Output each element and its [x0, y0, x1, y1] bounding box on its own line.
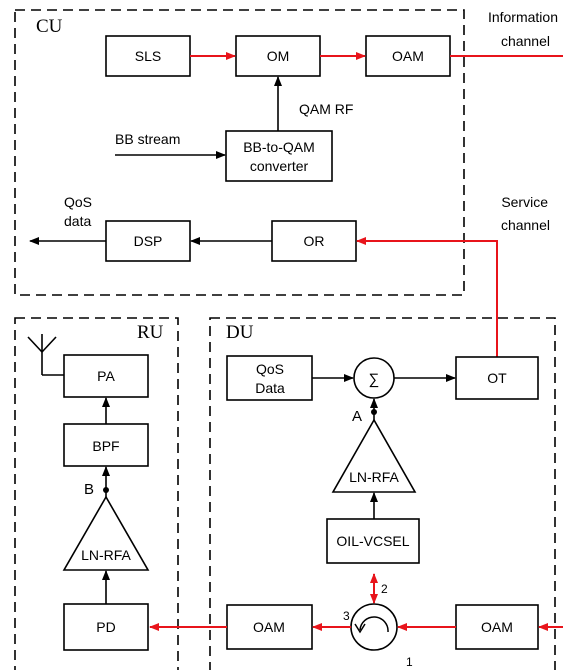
- ot-label: OT: [487, 370, 507, 386]
- bpf-block: [63, 423, 149, 467]
- circulator-arrowhead: [354, 623, 366, 634]
- sls-label: SLS: [135, 48, 161, 64]
- pa-label: PA: [97, 368, 115, 384]
- point-a-label: A: [352, 408, 362, 425]
- bpf-label: BPF: [92, 438, 119, 454]
- point-b-dot: [103, 487, 109, 493]
- information-channel-label-line1: Information: [488, 9, 558, 25]
- service-channel-link: [356, 237, 498, 357]
- bb-stream-label: BB stream: [115, 131, 180, 147]
- qos-data-cu-line2: data: [64, 213, 91, 229]
- bb-to-qam-converter-block: [225, 130, 333, 182]
- cu-boundary: [14, 9, 465, 296]
- port1-label: 1: [406, 655, 413, 669]
- pd-block: [63, 603, 149, 651]
- circulator: [350, 603, 398, 651]
- ln-rfa-du-label: LN-RFA: [349, 469, 399, 485]
- dsp-label: DSP: [134, 233, 163, 249]
- converter-label-line1: BB-to-QAM: [243, 139, 315, 155]
- ru-label: RU: [137, 322, 164, 343]
- converter-label-line2: converter: [250, 158, 309, 174]
- sls-block: [105, 35, 191, 77]
- pd-label: PD: [96, 619, 115, 635]
- oam-right-label: OAM: [481, 619, 513, 635]
- oam-cu-label: OAM: [392, 48, 424, 64]
- om-label: OM: [267, 48, 290, 64]
- antenna-icon: [27, 334, 64, 376]
- sum-symbol: ∑: [369, 371, 380, 388]
- or-label: OR: [304, 233, 325, 249]
- du-label: DU: [226, 322, 254, 343]
- oam-left-block: [226, 604, 313, 650]
- port2-label: 2: [381, 582, 388, 596]
- information-channel-label-line2: channel: [501, 33, 550, 49]
- service-channel-label-line2: channel: [501, 217, 550, 233]
- ru-boundary: [14, 317, 179, 670]
- ot-block: [455, 356, 539, 400]
- qos-data-cu-line1: QoS: [64, 194, 92, 210]
- qos-data-du-line1: QoS: [256, 361, 284, 377]
- cu-label: CU: [36, 16, 63, 37]
- oam-right-block: [455, 604, 539, 650]
- oam-left-label: OAM: [253, 619, 285, 635]
- point-b-label: B: [84, 481, 94, 498]
- service-channel-label-line1: Service: [501, 194, 548, 210]
- oil-vcsel-label: OIL-VCSEL: [336, 533, 409, 549]
- ln-rfa-ru-label: LN-RFA: [81, 547, 131, 563]
- qos-data-du-line2: Data: [255, 380, 285, 396]
- qam-rf-label: QAM RF: [299, 101, 353, 117]
- port3-label: 3: [343, 609, 350, 623]
- oil-vcsel-block: [326, 518, 420, 564]
- circulator-rotation-arrow: [359, 616, 389, 633]
- point-a-dot: [371, 409, 377, 415]
